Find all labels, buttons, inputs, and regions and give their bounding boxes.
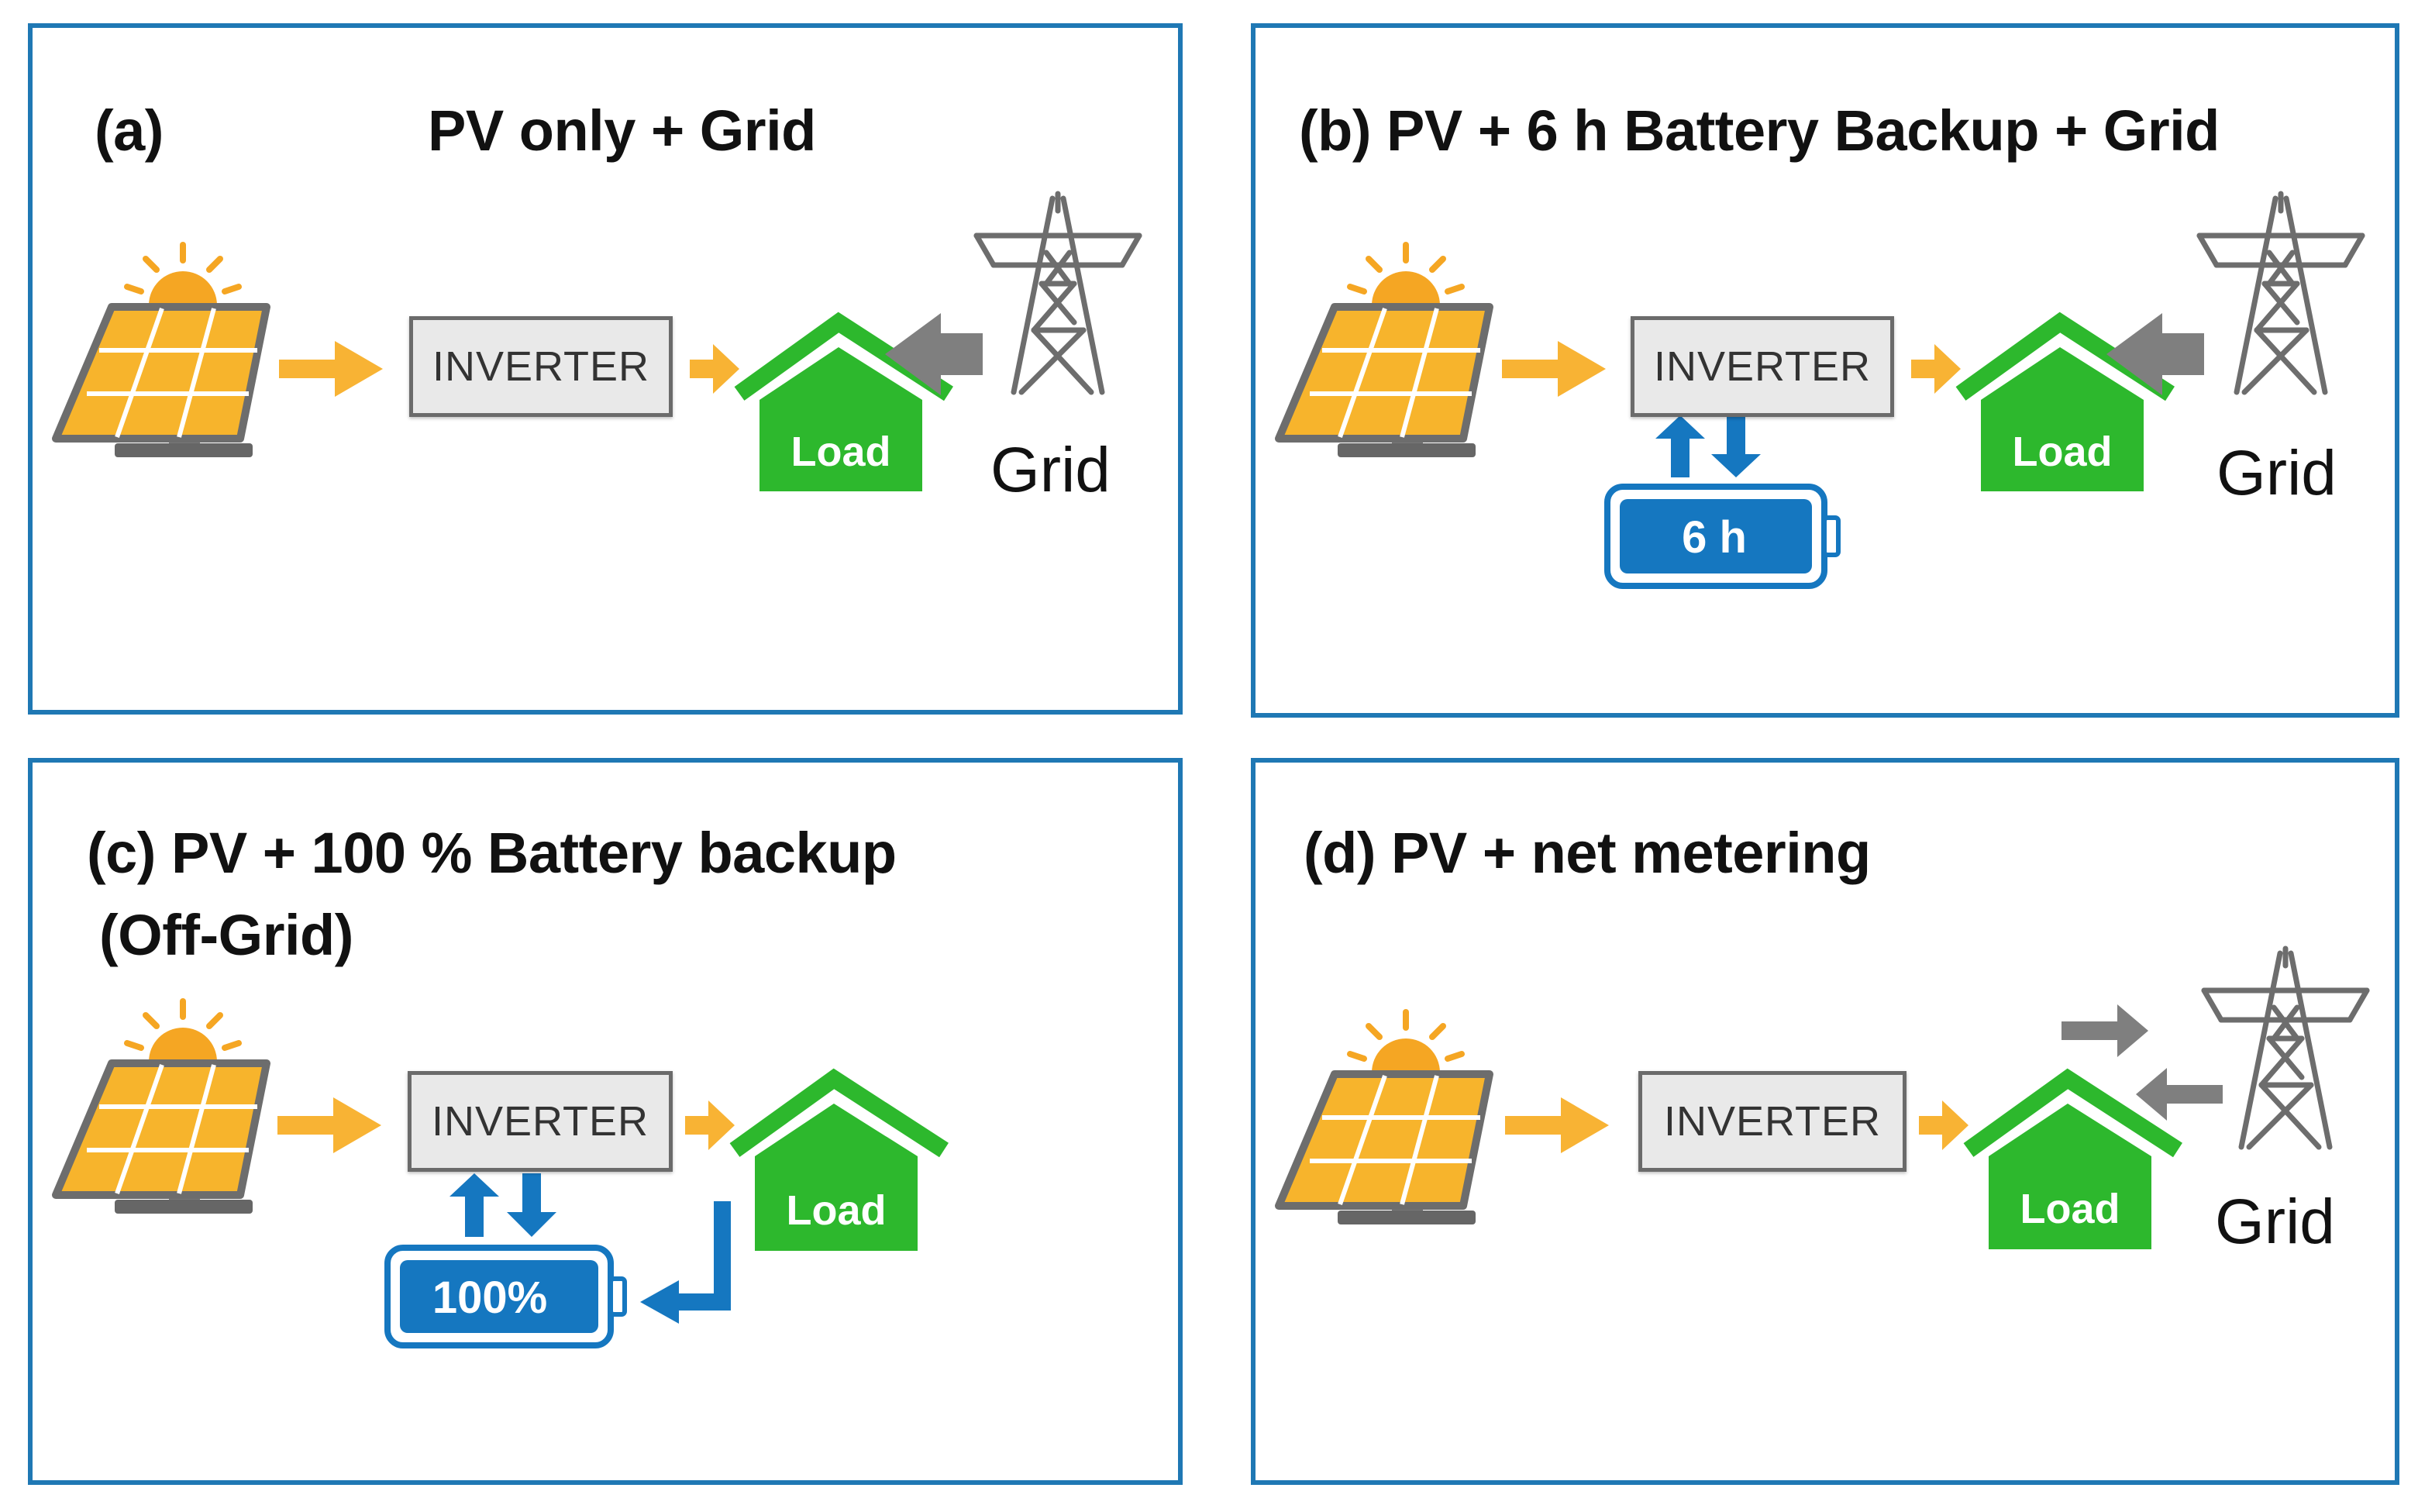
import-arrow-from-grid <box>2136 1068 2223 1121</box>
return-arrow-load-to-battery <box>676 1201 731 1311</box>
battery-icon: 100% <box>384 1245 627 1348</box>
panel-c: (c) PV + 100 % Battery backup (Off-Grid) <box>28 758 1183 1485</box>
panel-b-inverter: INVERTER <box>1631 316 1894 417</box>
panel-a-title: PV only + Grid <box>428 98 816 163</box>
panel-a-label: (a) <box>95 98 164 163</box>
solar-panel-icon <box>1275 242 1493 457</box>
flow-arrow-inverter-to-load <box>1911 344 1961 394</box>
panel-a-inverter: INVERTER <box>409 316 673 417</box>
battery-discharge-arrow-down <box>507 1173 556 1237</box>
flow-arrow-pv-to-inverter <box>277 1097 381 1153</box>
grid-arrow-to-load <box>885 313 983 395</box>
return-arrow-head <box>640 1280 679 1324</box>
flow-arrow-pv-to-inverter <box>1502 341 1606 397</box>
sun-icon <box>1347 242 1465 305</box>
battery-icon: 6 h <box>1604 484 1841 589</box>
panel-c-title-line2: (Off-Grid) <box>99 903 353 967</box>
panel-b-grid-label: Grid <box>2216 438 2337 508</box>
export-arrow-to-grid <box>2062 1004 2148 1057</box>
panel-a-diagram: Load <box>52 191 1142 491</box>
transmission-tower-icon <box>973 191 1142 395</box>
sun-icon <box>1347 1009 1465 1073</box>
grid-arrow-to-load <box>2106 313 2204 395</box>
panel-a-grid-label: Grid <box>990 435 1111 505</box>
flow-arrow-inverter-to-load <box>1919 1100 1968 1150</box>
panel-b-load-label: Load <box>2013 429 2113 475</box>
panel-b-diagram: 6 h Load <box>1275 191 2365 589</box>
panel-d-inverter: INVERTER <box>1638 1071 1906 1172</box>
panel-d-title: (d) PV + net metering <box>1304 821 1871 885</box>
flow-arrow-inverter-to-load <box>685 1100 735 1150</box>
panel-c-inverter: INVERTER <box>408 1071 673 1172</box>
solar-panel-icon <box>1275 1009 1493 1224</box>
panel-c-load-label: Load <box>787 1187 887 1234</box>
battery-discharge-arrow-down <box>1711 415 1761 477</box>
transmission-tower-icon <box>2196 191 2365 395</box>
sun-icon <box>124 242 242 305</box>
panel-d-diagram: Load <box>1275 945 2370 1249</box>
panel-d-grid-label: Grid <box>2215 1187 2335 1257</box>
panel-d-load-label: Load <box>2020 1186 2120 1232</box>
panel-a: (a) PV only + Grid <box>28 23 1183 715</box>
flow-arrow-inverter-to-load <box>690 344 739 394</box>
flow-arrow-pv-to-inverter <box>1505 1097 1609 1153</box>
house-icon: Load <box>729 1068 949 1251</box>
flow-arrow-pv-to-inverter <box>279 341 383 397</box>
panel-b-battery-label: 6 h <box>1682 512 1747 563</box>
battery-charge-arrow-up <box>1655 415 1705 477</box>
panel-c-battery-label: 100% <box>432 1273 547 1323</box>
panel-a-load-label: Load <box>791 429 891 475</box>
sun-icon <box>124 998 242 1062</box>
panel-c-title-line1: (c) PV + 100 % Battery backup <box>87 821 897 885</box>
panel-d: (d) PV + net metering <box>1251 758 2399 1485</box>
panel-b-title: (b) PV + 6 h Battery Backup + Grid <box>1299 98 2220 163</box>
transmission-tower-icon <box>2201 945 2370 1150</box>
house-icon: Load <box>1963 1068 2182 1249</box>
solar-panel-icon <box>52 998 270 1214</box>
solar-panel-icon <box>52 242 270 457</box>
panel-b: (b) PV + 6 h Battery Backup + Grid <box>1251 23 2399 718</box>
panel-c-diagram: 100% Load <box>52 998 949 1348</box>
battery-charge-arrow-up <box>450 1173 499 1237</box>
